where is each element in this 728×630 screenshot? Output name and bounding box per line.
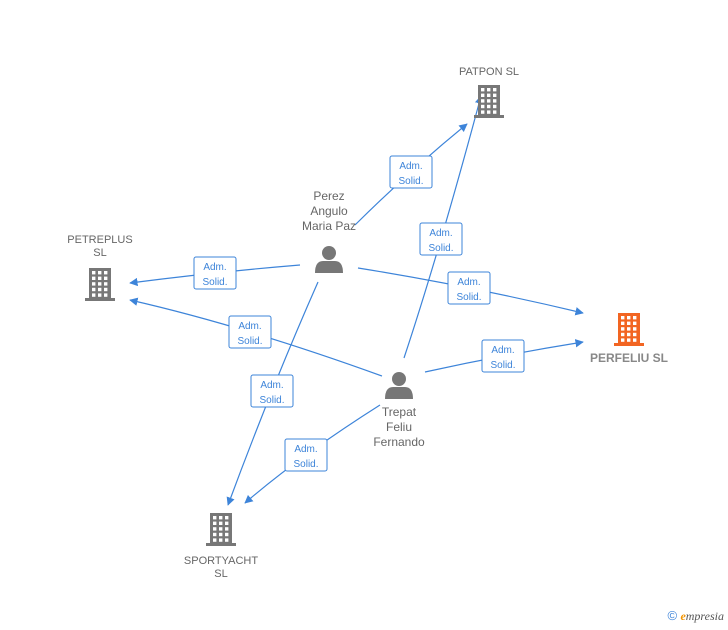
edge-label-text-trepat-to-perfeliu: Solid. xyxy=(490,360,515,371)
edge-label-text-perez-to-sportyacht: Adm. xyxy=(260,380,283,391)
edge-label-box-perez-to-sportyacht[interactable] xyxy=(250,374,294,408)
edge-label-text-trepat-to-perfeliu: Adm. xyxy=(491,345,514,356)
person-icon-perez[interactable] xyxy=(315,246,343,273)
edge-label-text-perez-to-petreplus: Adm. xyxy=(203,262,226,273)
edge-labels-layer: Adm. Solid. Adm. Solid. Adm. Solid. Adm. Solid.… xyxy=(193,155,525,472)
edge-label-text-perez-to-perfeliu: Solid. xyxy=(456,292,481,303)
building-icon-patpon[interactable] xyxy=(474,85,504,118)
node-label-petreplus[interactable]: PETREPLUS xyxy=(67,234,132,246)
edge-label-box-perez-to-perfeliu[interactable] xyxy=(447,271,491,305)
node-label-sportyacht[interactable]: SPORTYACHT xyxy=(184,555,258,567)
node-label-perez[interactable]: Perez xyxy=(313,189,344,203)
edge-label-text-trepat-to-sportyacht: Solid. xyxy=(293,459,318,470)
edge-label-box-perez-to-patpon[interactable] xyxy=(389,155,433,189)
node-label-petreplus[interactable]: SL xyxy=(93,247,106,259)
edge-label-text-trepat-to-petreplus: Solid. xyxy=(237,336,262,347)
edge-label-text-trepat-to-petreplus: Adm. xyxy=(238,321,261,332)
edge-label-text-perez-to-patpon: Solid. xyxy=(398,176,423,187)
building-icon-petreplus[interactable] xyxy=(85,268,115,301)
edge-label-text-perez-to-patpon: Adm. xyxy=(399,161,422,172)
brand-initial: e xyxy=(680,609,686,623)
building-icon-sportyacht[interactable] xyxy=(206,513,236,546)
edge-label-box-trepat-to-sportyacht[interactable] xyxy=(284,438,328,472)
node-label-perez[interactable]: Angulo xyxy=(310,204,348,218)
brand-rest: mpresia xyxy=(685,609,724,623)
edge-label-box-perez-to-petreplus[interactable] xyxy=(193,256,237,290)
edge-label-text-perez-to-sportyacht: Solid. xyxy=(259,395,284,406)
node-label-sportyacht[interactable]: SL xyxy=(214,568,227,580)
node-label-trepat[interactable]: Feliu xyxy=(386,420,412,434)
edge-label-box-trepat-to-perfeliu[interactable] xyxy=(481,339,525,373)
node-label-trepat[interactable]: Trepat xyxy=(382,405,417,419)
edge-label-text-trepat-to-patpon: Solid. xyxy=(428,243,453,254)
building-icon-perfeliu[interactable] xyxy=(614,313,644,346)
node-label-perez[interactable]: Maria Paz xyxy=(302,219,356,233)
edge-label-text-trepat-to-patpon: Adm. xyxy=(429,228,452,239)
edge-label-text-trepat-to-sportyacht: Adm. xyxy=(294,444,317,455)
node-label-patpon[interactable]: PATPON SL xyxy=(459,66,519,78)
person-icon-trepat[interactable] xyxy=(385,372,413,399)
edges-layer xyxy=(129,95,584,506)
node-label-perfeliu[interactable]: PERFELIU SL xyxy=(590,351,668,365)
copyright-footer: © empresia xyxy=(668,608,725,624)
edge-label-text-perez-to-petreplus: Solid. xyxy=(202,277,227,288)
empresia-logo[interactable]: empresia xyxy=(680,609,724,623)
edge-label-box-trepat-to-patpon[interactable] xyxy=(419,222,463,256)
copyright-symbol: © xyxy=(667,608,678,623)
edge-label-text-perez-to-perfeliu: Adm. xyxy=(457,277,480,288)
node-label-trepat[interactable]: Fernando xyxy=(373,435,425,449)
edge-label-box-trepat-to-petreplus[interactable] xyxy=(228,315,272,349)
